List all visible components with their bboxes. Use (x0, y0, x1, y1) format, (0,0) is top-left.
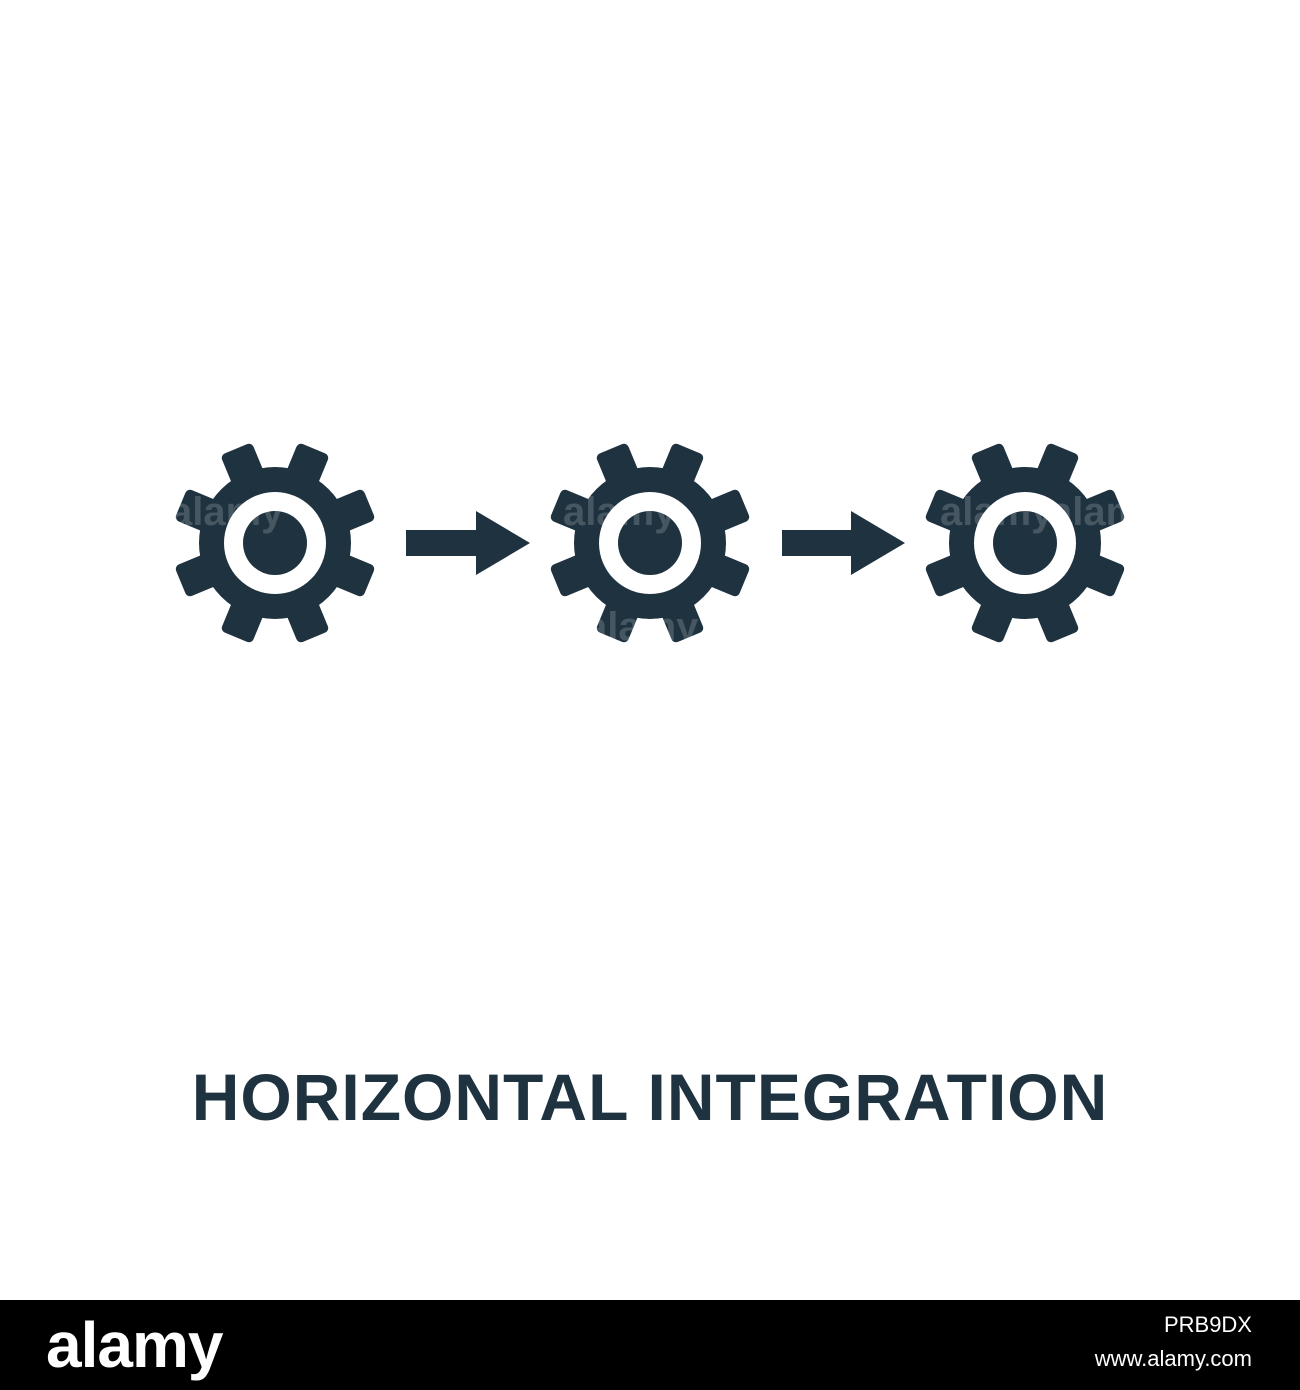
watermark: alamy (170, 490, 284, 534)
gear-icon (175, 443, 375, 643)
watermark: alamy (940, 490, 1054, 534)
diagram-title: HORIZONTAL INTEGRATION (191, 1060, 1109, 1134)
gear-icon (925, 443, 1125, 643)
watermark: alamy (563, 490, 677, 534)
footer-meta: PRB9DX www.alamy.com (1095, 1308, 1252, 1376)
arrow-right-icon (406, 511, 530, 575)
gear-icon (550, 443, 750, 643)
brand-logo: alamy (46, 1309, 223, 1381)
footer-bar (0, 1300, 1300, 1390)
image-id: PRB9DX (1163, 1312, 1252, 1337)
arrow-right-icon (782, 511, 905, 575)
watermark: alamy (1050, 490, 1164, 534)
watermark: alamy (585, 605, 699, 649)
site-url: www.alamy.com (1094, 1346, 1252, 1371)
